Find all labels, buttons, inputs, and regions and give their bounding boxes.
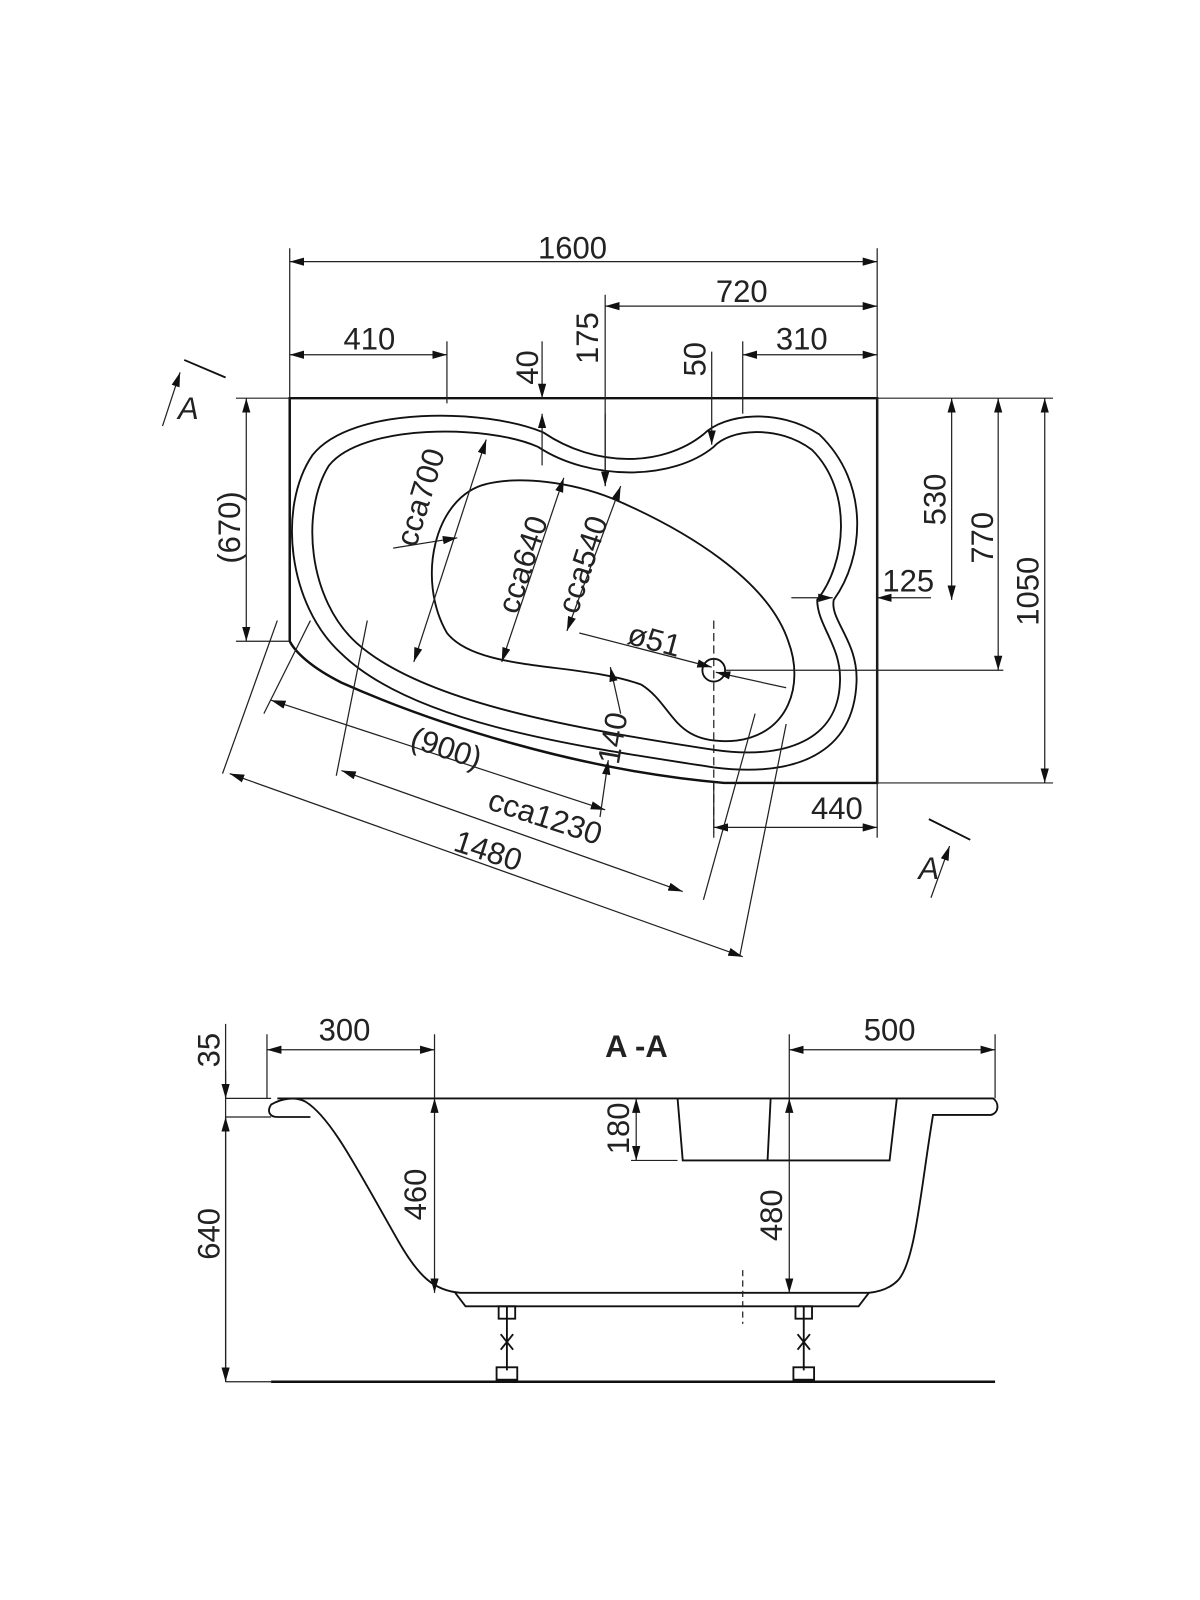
dim-1050: 1050 [1011,557,1046,626]
dim-900: (900) [406,720,486,776]
dim-460: 460 [398,1169,433,1221]
svg-text:A: A [917,851,940,886]
section-marker-top: A [161,359,226,427]
support-leg-right [792,1305,816,1381]
dim-140: 140 [591,710,634,767]
dim-40: 40 [510,350,545,384]
svg-text:A: A [176,391,199,426]
outer-rim [291,414,859,771]
section-marker-bottom: A [917,818,971,898]
dim-175: 175 [570,312,605,364]
dim-720: 720 [716,274,768,309]
dim-500: 500 [864,1012,916,1047]
base-frame [454,1292,870,1308]
dim-35: 35 [191,1033,226,1068]
dim-1600: 1600 [538,231,607,266]
top-view: A A 1600 720 410 310 40 175 50 530 770 1… [161,231,1054,958]
inner-rim [311,430,842,754]
dim-300: 300 [319,1012,371,1047]
dim-670: (670) [212,491,247,563]
dim-cca540: cca540 [551,512,615,618]
section-title: A -A [605,1029,668,1064]
basin-floor [430,479,796,743]
dim-180: 180 [601,1102,636,1154]
dim-cca640: cca640 [491,512,555,618]
section-view: A -A 300 [191,1012,999,1384]
dim-drain-51: ø51 [624,616,685,664]
seat-step [676,1098,898,1162]
dim-310: 310 [776,322,828,357]
dim-530: 530 [917,474,952,526]
dim-770: 770 [965,512,1000,564]
support-leg-left [495,1305,519,1381]
dim-50: 50 [677,342,712,376]
dim-480: 480 [754,1189,789,1241]
dim-cca700: cca700 [389,444,452,550]
dim-640: 640 [191,1208,226,1260]
dim-410: 410 [344,322,396,357]
dim-125: 125 [882,564,934,599]
dim-440: 440 [811,791,863,826]
